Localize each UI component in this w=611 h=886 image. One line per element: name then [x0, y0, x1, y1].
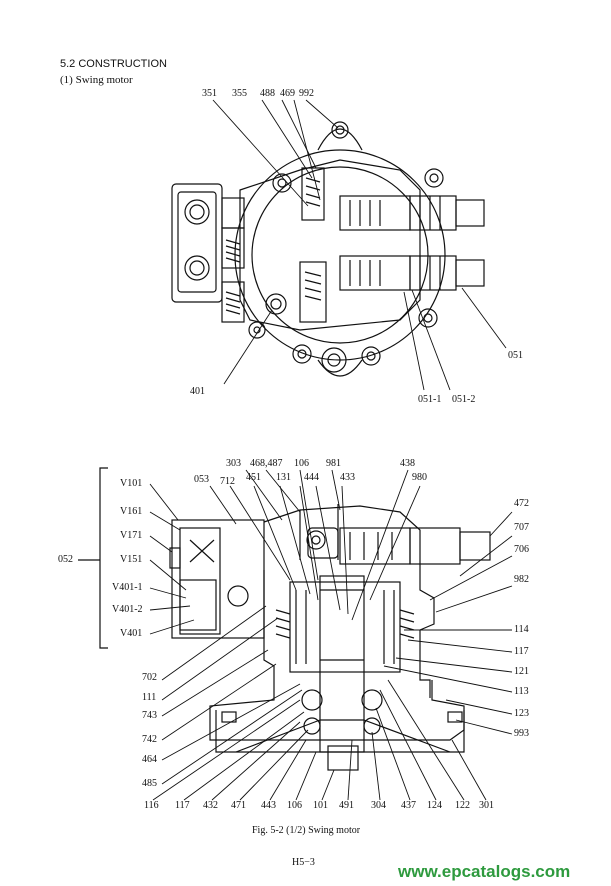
callout-432: 432 — [203, 800, 218, 811]
callout-992: 992 — [299, 88, 314, 99]
watermark: www.epcatalogs.com — [398, 862, 571, 881]
callout-485: 485 — [142, 778, 157, 789]
callout-V401: V401 — [120, 628, 143, 639]
callout-438: 438 — [400, 458, 415, 469]
callout-355: 355 — [232, 88, 247, 99]
callout-111: 111 — [142, 692, 157, 703]
callout-106: 106 — [294, 458, 309, 469]
callout-981: 981 — [326, 458, 341, 469]
callout-468-487: 468,487 — [250, 458, 283, 469]
callout-131: 131 — [276, 472, 291, 483]
callout-V171: V171 — [120, 530, 143, 541]
callout-106-bottom: 106 — [287, 800, 302, 811]
callout-101: 101 — [313, 800, 328, 811]
callout-116: 116 — [144, 800, 159, 811]
callout-707: 707 — [514, 522, 529, 533]
callout-052: 052 — [58, 554, 73, 565]
callout-051-2: 051-2 — [452, 394, 476, 405]
callout-113: 113 — [514, 686, 529, 697]
callout-982: 982 — [514, 574, 529, 585]
callout-V401-1: V401-1 — [112, 582, 143, 593]
callout-980: 980 — [412, 472, 427, 483]
callout-401: 401 — [190, 386, 205, 397]
callout-464: 464 — [142, 754, 157, 765]
callout-742: 742 — [142, 734, 157, 745]
callout-444: 444 — [304, 472, 319, 483]
callout-469: 469 — [280, 88, 295, 99]
callout-124: 124 — [427, 800, 442, 811]
callout-491: 491 — [339, 800, 354, 811]
callout-433: 433 — [340, 472, 355, 483]
callout-304: 304 — [371, 800, 386, 811]
callout-V161: V161 — [120, 506, 143, 517]
callout-V401-2: V401-2 — [112, 604, 143, 615]
callout-114: 114 — [514, 624, 529, 635]
callout-488: 488 — [260, 88, 275, 99]
callout-V151: V151 — [120, 554, 143, 565]
callout-122: 122 — [455, 800, 470, 811]
callout-443: 443 — [261, 800, 276, 811]
callout-706: 706 — [514, 544, 529, 555]
callout-712: 712 — [220, 476, 235, 487]
callout-303: 303 — [226, 458, 241, 469]
figure-caption: Fig. 5-2 (1/2) Swing motor — [252, 825, 361, 836]
callout-051: 051 — [508, 350, 523, 361]
section-title: 5.2 CONSTRUCTION — [60, 58, 167, 70]
callout-472: 472 — [514, 498, 529, 509]
callout-351: 351 — [202, 88, 217, 99]
callout-117-right: 117 — [514, 646, 529, 657]
callout-471: 471 — [231, 800, 246, 811]
callout-121: 121 — [514, 666, 529, 677]
callout-117-bottom: 117 — [175, 800, 190, 811]
callout-702: 702 — [142, 672, 157, 683]
callout-993: 993 — [514, 728, 529, 739]
callout-053: 053 — [194, 474, 209, 485]
callout-743: 743 — [142, 710, 157, 721]
callout-301: 301 — [479, 800, 494, 811]
callout-051-1: 051-1 — [418, 394, 442, 405]
callout-451: 451 — [246, 472, 261, 483]
callout-V101: V101 — [120, 478, 143, 489]
page-number: H5−3 — [292, 857, 315, 868]
section-subtitle: (1) Swing motor — [60, 74, 133, 86]
callout-123: 123 — [514, 708, 529, 719]
callout-437: 437 — [401, 800, 416, 811]
